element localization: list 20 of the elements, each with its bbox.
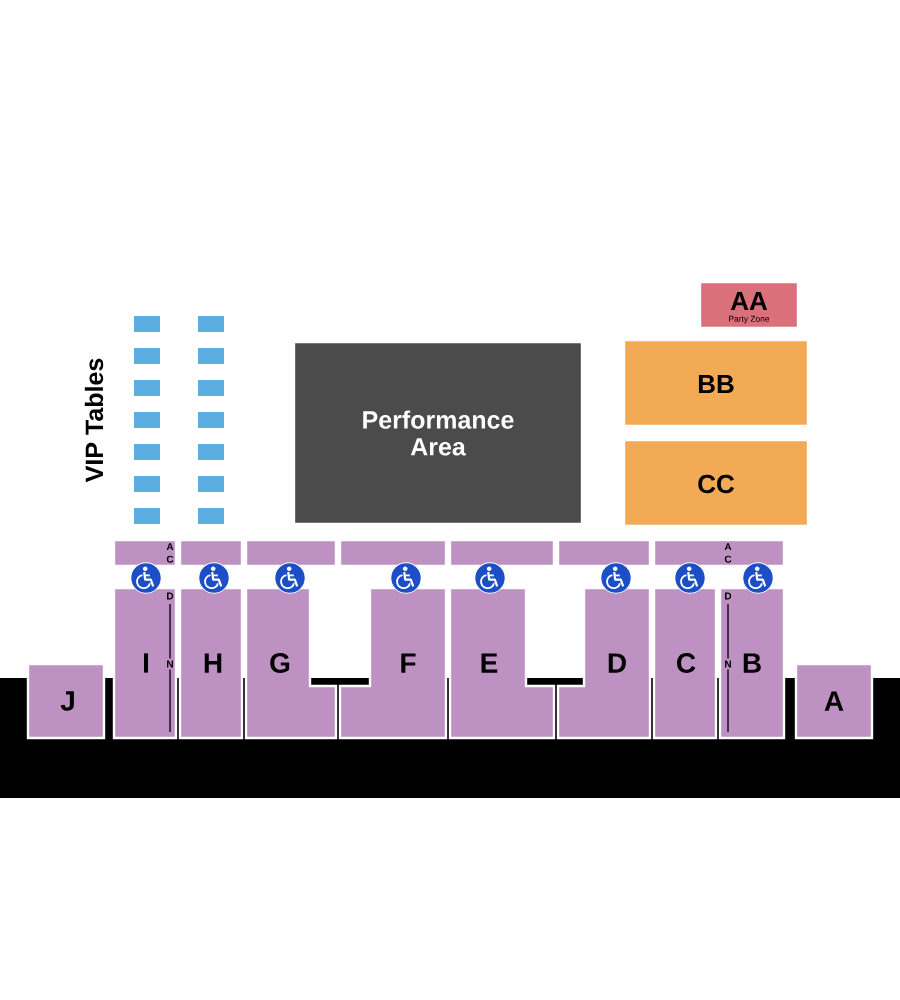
seating-section: BB: [622, 338, 810, 428]
seating-section: CC: [622, 438, 810, 528]
seating-section: C: [652, 586, 718, 740]
front-row-section: [556, 538, 652, 568]
front-row-section: [178, 538, 244, 568]
front-row-section: [338, 538, 448, 568]
seating-section: E: [448, 586, 556, 740]
seating-section: A: [794, 662, 874, 740]
section-name: I: [144, 653, 148, 673]
seating-section: H: [178, 586, 244, 740]
seating-section: D: [556, 586, 652, 740]
section-label: VIP Tables: [84, 358, 104, 483]
section-name: AA: [730, 292, 768, 310]
section-name: B: [743, 653, 761, 673]
stage-area: Performance Area: [292, 340, 584, 526]
front-row-section: [244, 538, 338, 568]
front-row-section: [448, 538, 556, 568]
seating-section: J: [26, 662, 106, 740]
seating-section: G: [244, 586, 338, 740]
seating-section: F: [338, 586, 448, 740]
